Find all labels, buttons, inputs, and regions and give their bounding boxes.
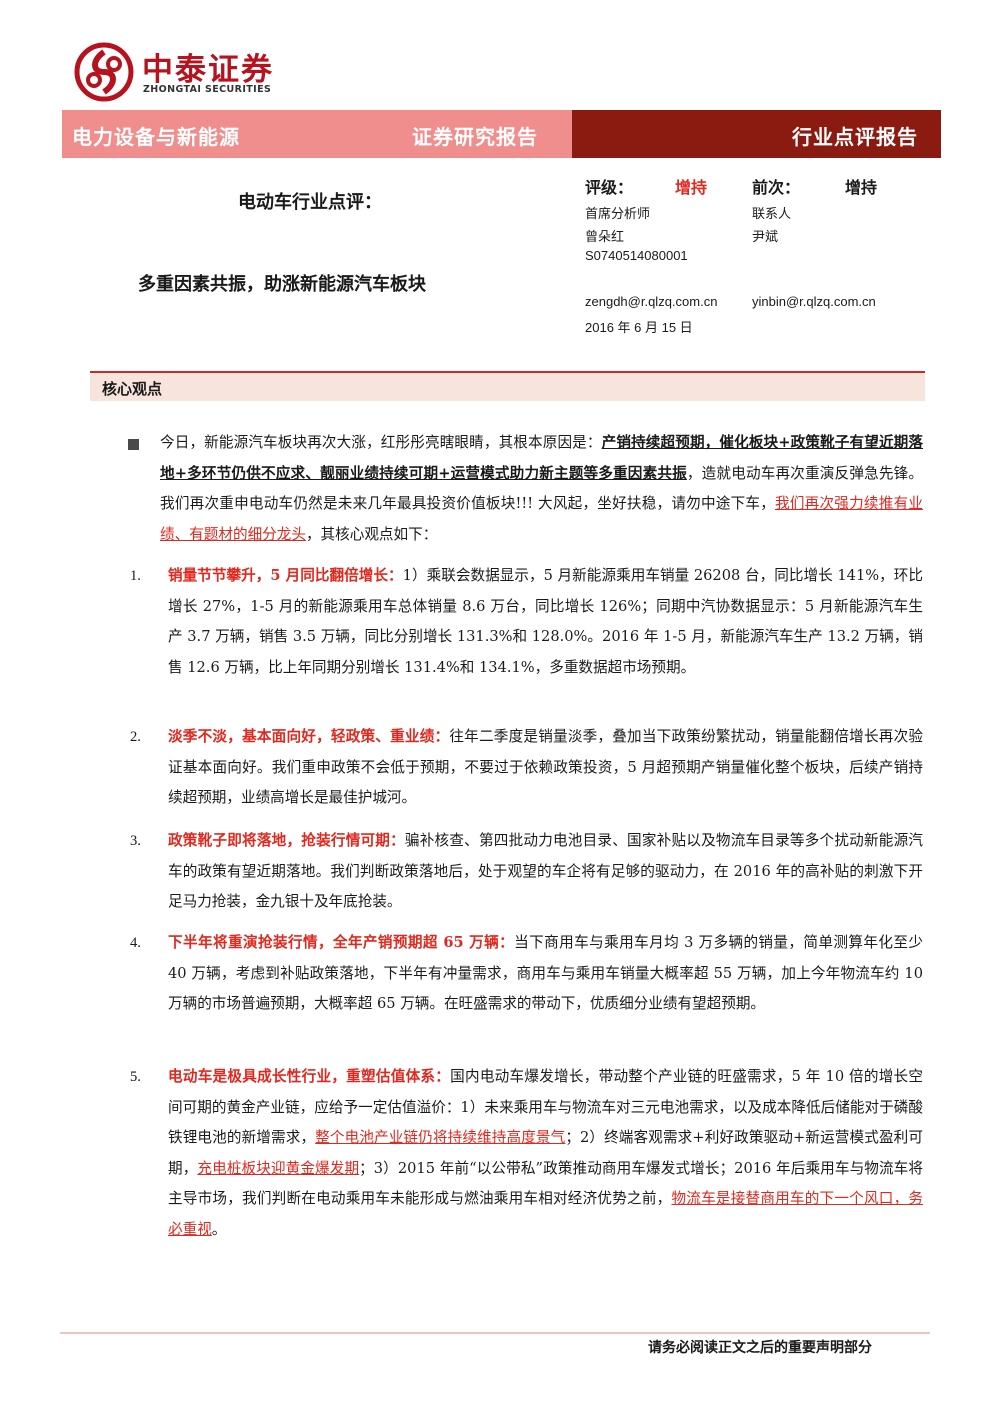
report-date: 2016 年 6 月 15 日 bbox=[585, 320, 693, 335]
prev-rating-label: 前次： bbox=[752, 178, 801, 197]
section-divider bbox=[90, 371, 925, 373]
section-title: 核心观点 bbox=[102, 380, 163, 398]
point-5-text-4: 。 bbox=[211, 1220, 227, 1238]
point-5-heading: 电动车是极具成长性行业，重塑估值体系： bbox=[168, 1068, 451, 1085]
point-4-text: 当下商用车与乘用车月均 3 万多辆的销量，简单测算年化至少 40 万辆，考虑到补… bbox=[168, 934, 923, 1012]
point-number: 2. bbox=[130, 729, 141, 745]
point-number: 1. bbox=[130, 568, 141, 584]
point-1-heading: 销量节节攀升，5 月同比翻倍增长： bbox=[168, 567, 403, 584]
contact-email[interactable]: yinbin@r.qlzq.com.cn bbox=[752, 294, 876, 309]
contact-name: 尹斌 bbox=[752, 230, 779, 245]
point-5-highlight-charging: 充电桩板块迎黄金爆发期 bbox=[197, 1159, 360, 1177]
analyst-email[interactable]: zengdh@r.qlzq.com.cn bbox=[585, 294, 718, 309]
point-5-text-2: ；2）终端客观需求+利好政策驱动+新运营模式盈利可期， bbox=[168, 1129, 923, 1177]
intro-paragraph: 今日，新能源汽车板块再次大涨，红彤彤亮瞎眼睛，其根本原因是：产销持续超预期，催化… bbox=[160, 428, 923, 550]
point-2-text: 往年二季度是销量淡季，叠加当下政策纷繁扰动，销量能翻倍增长再次验证基本面向好。我… bbox=[168, 728, 923, 806]
point-number: 4. bbox=[130, 935, 141, 951]
banner-left-block: 电力设备与新能源 证券研究报告 bbox=[62, 110, 572, 158]
report-title-line2: 多重因素共振，助涨新能源汽车板块 bbox=[138, 274, 426, 295]
intro-text-e: ，其核心观点如下： bbox=[305, 525, 438, 543]
intro-text-a: 今日，新能源汽车板块再次大涨，红彤彤亮瞎眼睛，其根本原因是： bbox=[160, 434, 602, 451]
intro-highlight-factors: 产销持续超预期，催化板块+政策靴子有望近期落地+多环节仍供不应求、靓丽业绩持续可… bbox=[160, 434, 923, 482]
point-number: 5. bbox=[130, 1069, 141, 1085]
rating-label: 评级： bbox=[585, 178, 634, 197]
logo-text-en: ZHONGTAI SECURITIES bbox=[143, 84, 272, 95]
point-4-paragraph: 下半年将重演抢装行情，全年产销预期超 65 万辆：当下商用车与乘用车月均 3 万… bbox=[168, 928, 923, 1020]
report-type-label: 证券研究报告 bbox=[412, 125, 538, 149]
industry-label: 电力设备与新能源 bbox=[72, 125, 240, 149]
header-banner: 电力设备与新能源 证券研究报告 行业点评报告 bbox=[62, 110, 941, 158]
analyst-role: 首席分析师 bbox=[585, 207, 651, 222]
point-1-text: 1）乘联会数据显示，5 月新能源乘用车销量 26208 台，同比增长 141%，… bbox=[168, 567, 923, 676]
analyst-name: 曾朵红 bbox=[585, 230, 625, 245]
point-5-paragraph: 电动车是极具成长性行业，重塑估值体系：国内电动车爆发增长，带动整个产业链的旺盛需… bbox=[168, 1062, 923, 1245]
point-5-text-1: 国内电动车爆发增长，带动整个产业链的旺盛需求，5 年 10 倍的增长空间可期的黄… bbox=[168, 1068, 923, 1146]
section-header-bar bbox=[90, 373, 925, 401]
point-4-heading: 下半年将重演抢装行情，全年产销预期超 65 万辆： bbox=[168, 934, 515, 951]
logo-mark-icon bbox=[74, 42, 134, 102]
footer-disclaimer: 请务必阅读正文之后的重要声明部分 bbox=[648, 1340, 872, 1356]
point-5-highlight-battery: 整个电池产业链仍将持续维持高度景气 bbox=[315, 1129, 566, 1146]
prev-rating-value: 增持 bbox=[845, 178, 878, 197]
point-3-heading: 政策靴子即将落地，抢装行情可期： bbox=[168, 832, 405, 849]
point-3-text: 骗补核查、第四批动力电池目录、国家补贴以及物流车目录等多个扰动新能源汽车的政策有… bbox=[168, 832, 923, 910]
point-1-paragraph: 销量节节攀升，5 月同比翻倍增长：1）乘联会数据显示，5 月新能源乘用车销量 2… bbox=[168, 561, 923, 683]
rating-value: 增持 bbox=[675, 178, 708, 197]
point-2-heading: 淡季不淡，基本面向好，轻政策、重业绩： bbox=[168, 728, 450, 745]
logo-text-cn: 中泰证券 bbox=[142, 52, 274, 88]
point-3-paragraph: 政策靴子即将落地，抢装行情可期：骗补核查、第四批动力电池目录、国家补贴以及物流车… bbox=[168, 826, 923, 918]
banner-right-block: 行业点评报告 bbox=[572, 110, 941, 158]
point-5-text-3: ；3）2015 年前“以公带私”政策推动商用车爆发式增长；2016 年后乘用车与… bbox=[168, 1159, 923, 1208]
intro-text-c: ，造就电动车再次重演反弹急先锋。我们再次重申电动车仍然是未来几年最具投资价值板块… bbox=[160, 464, 923, 513]
footer-divider bbox=[60, 1332, 930, 1334]
report-title-line1: 电动车行业点评： bbox=[238, 192, 382, 213]
point-number: 3. bbox=[130, 833, 141, 849]
point-2-paragraph: 淡季不淡，基本面向好，轻政策、重业绩：往年二季度是销量淡季，叠加当下政策纷繁扰动… bbox=[168, 722, 923, 814]
intro-highlight-leaders: 我们再次强力续推有业绩、有题材的细分龙头 bbox=[160, 495, 923, 543]
point-5-highlight-logistics: 物流车是接替商用车的下一个风口，务必重视 bbox=[168, 1190, 923, 1238]
analyst-license: S0740514080001 bbox=[585, 248, 688, 263]
contact-role: 联系人 bbox=[752, 207, 792, 222]
bullet-square-icon bbox=[128, 439, 139, 450]
report-category-label: 行业点评报告 bbox=[792, 125, 918, 149]
